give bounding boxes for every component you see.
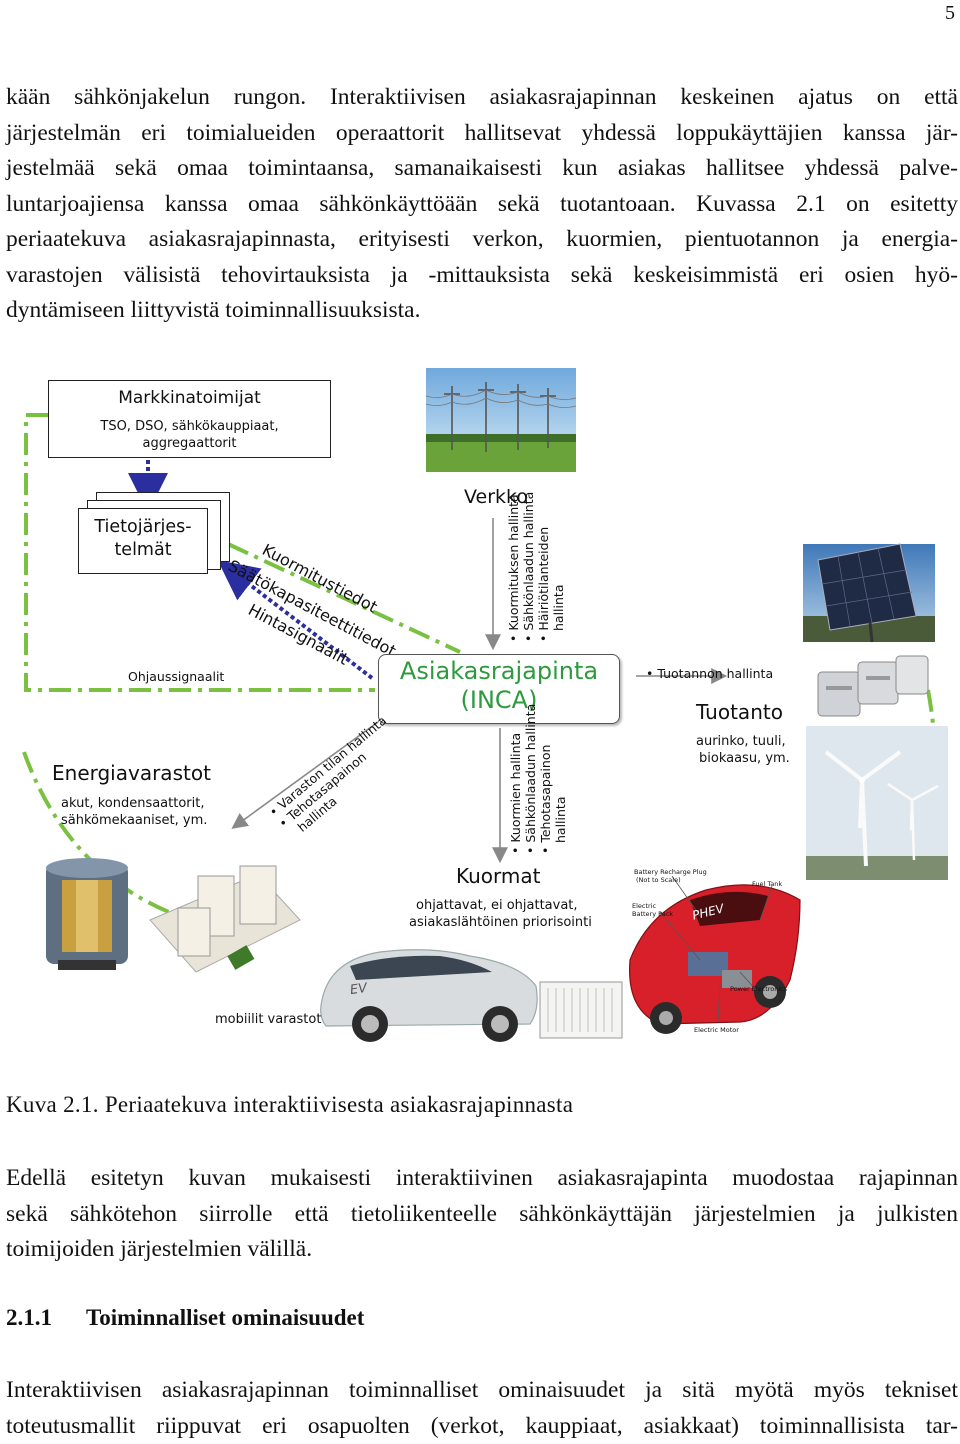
text-line: luntarjoajiensa kanssa omaa sähkönkäyttö… xyxy=(6,187,958,223)
loads-desc-2: asiakaslähtöinen priorisointi xyxy=(409,915,592,930)
loads-desc-1: ohjattavat, ei ohjattavat, xyxy=(416,898,578,913)
text-line: sekä sähkötehon siirrolle että tietoliik… xyxy=(6,1197,958,1233)
phev-part-motor: Electric Motor xyxy=(694,1026,739,1034)
grid-function-cont: hallinta xyxy=(551,492,566,642)
ev-label: EV xyxy=(349,981,368,998)
mobile-storage-label: mobiilit varastot xyxy=(215,1012,321,1027)
inca-title-line-1: Asiakasrajapinta xyxy=(379,657,619,685)
phev-part-plug: Battery Recharge Plug xyxy=(634,868,707,876)
grid-function: Kuormituksen hallinta xyxy=(506,492,521,642)
production-function: • Tuotannon hallinta xyxy=(646,666,773,681)
battery-modules-photo xyxy=(818,656,928,716)
text-line: Interaktiivisen asiakasrajapinnan toimin… xyxy=(6,1373,958,1409)
phev-part-power-electronics: Power Electronics xyxy=(730,985,787,993)
load-function: Sähkönlaadun hallinta xyxy=(523,704,538,854)
load-function: Kuormien hallinta xyxy=(508,704,523,854)
text-line: kään sähkönjakelun rungon. Interaktiivis… xyxy=(6,80,958,116)
production-function-text: Tuotannon hallinta xyxy=(657,666,773,681)
section-number: 2.1.1 xyxy=(6,1305,86,1331)
it-systems-box: Tietojärjes- telmät xyxy=(78,508,208,574)
production-desc-1: aurinko, tuuli, xyxy=(696,734,786,749)
heater-photo xyxy=(540,982,622,1038)
solar-panel-photo xyxy=(803,544,935,642)
production-desc-2: biokaasu, ym. xyxy=(699,751,790,766)
it-systems-line-2: telmät xyxy=(79,540,207,560)
market-actors-desc-2: aggregaattorit xyxy=(49,436,330,451)
text-line: toimijoiden järjestelmien välillä. xyxy=(6,1232,958,1268)
loads-title: Kuormat xyxy=(456,864,540,888)
text-line: järjestelmän eri toimialueiden operaatto… xyxy=(6,116,958,152)
market-actors-desc-1: TSO, DSO, sähkökauppiaat, xyxy=(49,419,330,434)
phev-part-battery-1: Electric xyxy=(632,902,656,910)
page-number: 5 xyxy=(945,2,955,25)
figure-inca-diagram: Markkinatoimijat TSO, DSO, sähkökauppiaa… xyxy=(0,360,960,1050)
inca-title-line-2: (INCA) xyxy=(379,686,619,714)
wind-turbine-photo xyxy=(806,726,948,880)
production-title: Tuotanto xyxy=(696,700,783,724)
text-line: toteutusmallit riippuvat eri osapuolten … xyxy=(6,1409,958,1444)
text-line: jestelmää sekä omaa toimintaansa, samana… xyxy=(6,151,958,187)
market-actors-box: Markkinatoimijat TSO, DSO, sähkökauppiaa… xyxy=(48,380,331,458)
text-line: dyntämiseen liittyvistä toiminnallisuuks… xyxy=(6,293,958,329)
market-actors-title: Markkinatoimijat xyxy=(49,388,330,408)
text-line: periaatekuva asiakasrajapinnasta, erityi… xyxy=(6,222,958,258)
control-signals-label: Ohjaussignaalit xyxy=(128,669,224,684)
battery-pack-photo xyxy=(150,866,300,972)
grid-function: Sähkönlaadun hallinta xyxy=(521,492,536,642)
it-systems-line-1: Tietojärjes- xyxy=(79,517,207,537)
load-functions: Kuormien hallinta Sähkönlaadun hallinta … xyxy=(508,704,568,854)
load-function: Tehotasapainon xyxy=(538,704,553,854)
grid-function: Häiriötilanteiden xyxy=(536,492,551,642)
text-line: Edellä esitetyn kuvan mukaisesti interak… xyxy=(6,1161,958,1197)
figure-caption: Kuva 2.1. Periaatekuva interaktiivisesta… xyxy=(6,1092,573,1118)
inca-box: Asiakasrajapinta (INCA) xyxy=(378,654,620,724)
text-line: varastojen välisistä tehovirtauksista ja… xyxy=(6,258,958,294)
storage-title: Energiavarastot xyxy=(52,761,211,785)
load-function-cont: hallinta xyxy=(553,704,568,854)
last-paragraph: Interaktiivisen asiakasrajapinnan toimin… xyxy=(6,1373,958,1444)
flywheel-photo xyxy=(46,858,128,970)
grid-functions: Kuormituksen hallinta Sähkönlaadun halli… xyxy=(506,492,566,642)
section-title: Toiminnalliset ominaisuudet xyxy=(86,1305,364,1330)
phev-part-plug-note: (Not to Scale) xyxy=(636,876,681,884)
power-line-photo xyxy=(426,368,576,472)
storage-desc-1: akut, kondensaattorit, xyxy=(61,796,204,811)
phev-part-fuel-tank: Fuel Tank xyxy=(752,880,782,888)
storage-desc-2: sähkömekaaniset, ym. xyxy=(61,813,207,828)
body-paragraph: Edellä esitetyn kuvan mukaisesti interak… xyxy=(6,1161,958,1268)
intro-paragraph: kään sähkönjakelun rungon. Interaktiivis… xyxy=(6,80,958,329)
phev-car-photo xyxy=(630,876,800,1034)
phev-part-battery-2: Battery Pack xyxy=(632,910,673,918)
